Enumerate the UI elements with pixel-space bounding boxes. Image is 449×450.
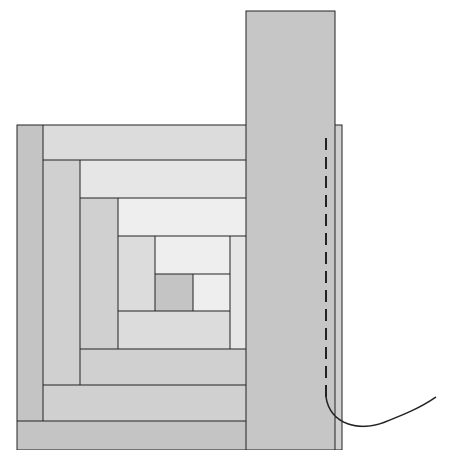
- strip-top-3: [80, 160, 246, 198]
- strip-left-3: [43, 160, 80, 385]
- strip-bottom-1: [118, 311, 230, 349]
- strip-left-1: [118, 236, 155, 311]
- strip-left-outer: [17, 125, 43, 421]
- log-cabin-block: [17, 125, 246, 450]
- center-square: [155, 274, 193, 311]
- strip-top-outer: [43, 125, 246, 160]
- right-edge-strip: [335, 125, 342, 450]
- strip-bottom-outer: [17, 421, 246, 450]
- strip-bottom-2: [80, 349, 246, 385]
- strip-top-2: [118, 198, 246, 236]
- strip-right-1: [230, 236, 246, 349]
- strip-top-1: [155, 236, 230, 274]
- strip-bottom-3: [43, 385, 246, 421]
- first-log: [193, 274, 230, 311]
- strip-left-2: [80, 198, 118, 349]
- overlay-strip: [246, 11, 335, 450]
